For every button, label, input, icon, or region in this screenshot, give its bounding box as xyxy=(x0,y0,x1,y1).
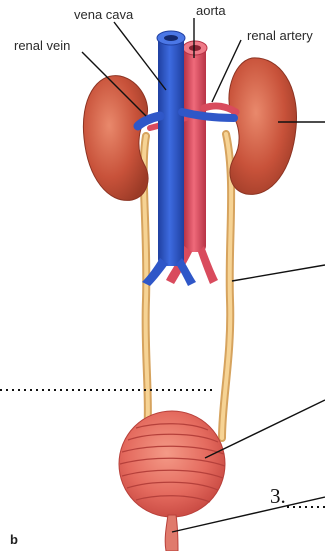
label-vena-cava: vena cava xyxy=(74,7,134,22)
right-kidney xyxy=(229,58,297,194)
label-renal-artery: renal artery xyxy=(247,28,313,43)
label-renal-vein: renal vein xyxy=(14,38,70,53)
label-aorta: aorta xyxy=(196,3,226,18)
panel-letter: b xyxy=(10,532,18,547)
question-number: 3. xyxy=(270,484,286,508)
left-kidney xyxy=(83,76,148,201)
urethra xyxy=(165,515,178,551)
renal-vein-right xyxy=(182,112,234,118)
renal-artery-right xyxy=(204,106,236,112)
bladder xyxy=(119,411,225,517)
